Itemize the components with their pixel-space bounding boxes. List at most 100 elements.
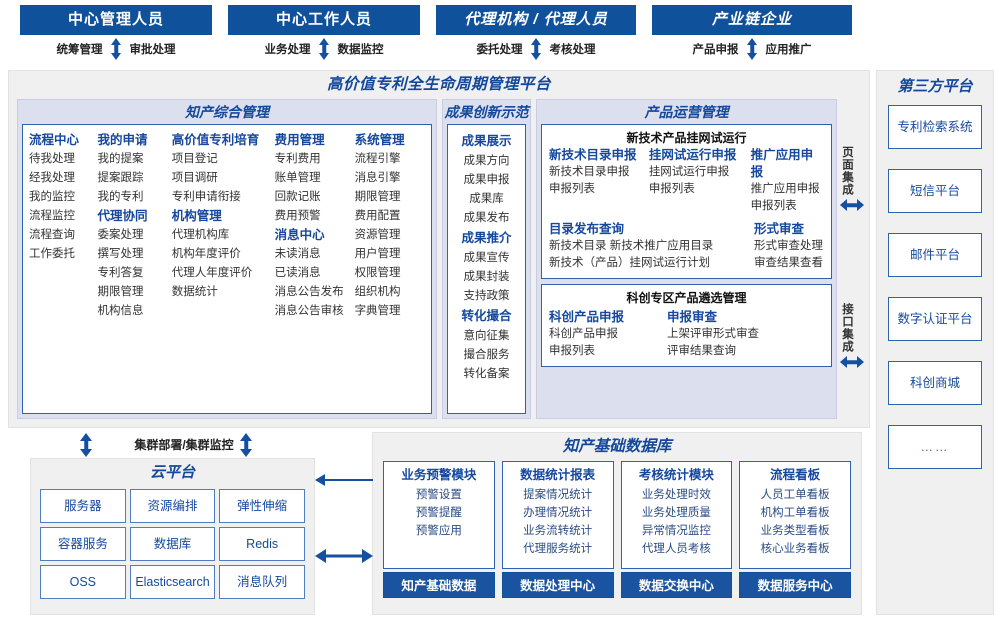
menu-item[interactable]: 专利申请衔接: [171, 191, 241, 203]
menu-item[interactable]: 我的监控: [29, 191, 75, 203]
kb-card-item[interactable]: 业务流转统计: [523, 525, 593, 537]
kb-card-item[interactable]: 提案情况统计: [523, 489, 593, 501]
kb-card-item[interactable]: 业务类型看板: [760, 525, 830, 537]
menu-item[interactable]: 资源管理: [354, 229, 401, 241]
kb-footer-label[interactable]: 数据处理中心: [501, 572, 614, 598]
menu-item[interactable]: 流程监控: [29, 210, 75, 222]
kb-footer-label[interactable]: 数据服务中心: [739, 572, 851, 598]
menu-item[interactable]: 委案处理: [97, 229, 144, 241]
third-party-item[interactable]: 短信平台: [888, 169, 982, 213]
kb-card-item[interactable]: 代理人员考核: [641, 543, 711, 555]
kb-card-item[interactable]: 异常情况监控: [641, 525, 711, 537]
menu-item[interactable]: 消息公告发布: [274, 286, 344, 298]
menu-item[interactable]: 申报列表: [549, 345, 595, 357]
kb-footer-label[interactable]: 数据交换中心: [620, 572, 733, 598]
role-title: 中心工作人员: [228, 5, 420, 35]
kb-card-item[interactable]: 预警设置: [415, 489, 462, 501]
cloud-service-item[interactable]: 数据库: [129, 527, 216, 561]
menu-item[interactable]: 用户管理: [354, 248, 401, 260]
cloud-service-item[interactable]: 弹性伸缩: [219, 489, 305, 523]
menu-item[interactable]: 流程查询: [29, 229, 75, 241]
menu-item[interactable]: 工作委托: [29, 248, 75, 260]
menu-item[interactable]: 消息引擎: [354, 172, 401, 184]
menu-item[interactable]: 代理人年度评价: [171, 267, 253, 279]
menu-item[interactable]: 评审结果查询: [667, 345, 736, 357]
third-party-item[interactable]: 专利检索系统: [888, 105, 982, 149]
menu-item[interactable]: 机构信息: [97, 305, 144, 317]
menu-item[interactable]: 新技术（产品）挂网试运行计划: [549, 257, 710, 269]
menu-item[interactable]: 专利费用: [274, 153, 321, 165]
menu-item[interactable]: 我的提案: [97, 153, 144, 165]
kb-card-item[interactable]: 业务处理时效: [641, 489, 711, 501]
menu-item[interactable]: 审查结果查看: [754, 257, 823, 269]
menu-item[interactable]: 申报列表: [549, 183, 595, 195]
menu-item[interactable]: 提案跟踪: [97, 172, 144, 184]
menu-item[interactable]: 推广应用申报: [750, 183, 820, 195]
menu-item[interactable]: 成果封装: [463, 271, 510, 283]
menu-item[interactable]: 我的专利: [97, 191, 144, 203]
menu-item[interactable]: 数据统计: [171, 286, 218, 298]
role-actions: 统筹管理审批处理: [20, 35, 212, 63]
kb-card-item[interactable]: 预警应用: [415, 525, 462, 537]
third-party-item[interactable]: 数字认证平台: [888, 297, 982, 341]
cloud-service-item[interactable]: OSS: [40, 565, 126, 599]
menu-item[interactable]: 回款记账: [274, 191, 321, 203]
menu-item[interactable]: 成果库: [469, 193, 504, 205]
menu-item[interactable]: 权限管理: [354, 267, 401, 279]
menu-item[interactable]: 待我处理: [29, 153, 75, 165]
menu-item[interactable]: 转化备案: [463, 368, 510, 380]
menu-item[interactable]: 新技术目录 新技术推广应用目录: [549, 240, 714, 252]
kb-card-item[interactable]: 核心业务看板: [760, 543, 830, 555]
box-sci-innovation-selection: 科创专区产品遴选管理 科创产品申报科创产品申报申报列表申报审查上架评审形式审查评…: [541, 284, 832, 367]
menu-item[interactable]: 撮合服务: [463, 349, 510, 361]
menu-item[interactable]: 期限管理: [354, 191, 401, 203]
menu-item[interactable]: 已读消息: [274, 267, 321, 279]
menu-item[interactable]: 申报列表: [648, 183, 695, 195]
menu-item[interactable]: 上架评审形式审查: [667, 328, 759, 340]
cloud-service-item[interactable]: 消息队列: [219, 565, 305, 599]
menu-item[interactable]: 账单管理: [274, 172, 321, 184]
kb-card-item[interactable]: 机构工单看板: [760, 507, 830, 519]
menu-item[interactable]: 经我处理: [29, 172, 75, 184]
menu-item[interactable]: 项目登记: [171, 153, 218, 165]
menu-item[interactable]: 消息公告审核: [274, 305, 344, 317]
kb-card-item[interactable]: 业务处理质量: [641, 507, 711, 519]
menu-item[interactable]: 新技术目录申报: [549, 166, 630, 178]
menu-item[interactable]: 期限管理: [97, 286, 144, 298]
menu-item[interactable]: 费用配置: [354, 210, 401, 222]
menu-item[interactable]: 字典管理: [354, 305, 401, 317]
third-party-item[interactable]: ……: [888, 425, 982, 469]
menu-item[interactable]: 组织机构: [354, 286, 401, 298]
menu-item[interactable]: 意向征集: [463, 330, 510, 342]
kb-footer-label[interactable]: 知产基础数据: [383, 572, 495, 598]
menu-item[interactable]: 成果宣传: [463, 252, 510, 264]
menu-item[interactable]: 申报列表: [750, 200, 797, 212]
third-party-item[interactable]: 邮件平台: [888, 233, 982, 277]
menu-item[interactable]: 挂网试运行申报: [648, 166, 730, 178]
menu-item[interactable]: 费用预警: [274, 210, 321, 222]
cloud-service-item[interactable]: 容器服务: [40, 527, 126, 561]
cloud-service-item[interactable]: 资源编排: [129, 489, 216, 523]
cloud-service-item[interactable]: 服务器: [40, 489, 126, 523]
menu-item[interactable]: 成果方向: [463, 155, 510, 167]
menu-item[interactable]: 专利答复: [97, 267, 144, 279]
cloud-service-item[interactable]: Elasticsearch: [129, 565, 216, 599]
menu-item[interactable]: 项目调研: [171, 172, 218, 184]
kb-card-item[interactable]: 代理服务统计: [523, 543, 593, 555]
menu-item[interactable]: 成果申报: [463, 174, 510, 186]
menu-item[interactable]: 未读消息: [274, 248, 321, 260]
third-party-item[interactable]: 科创商城: [888, 361, 982, 405]
menu-item[interactable]: 科创产品申报: [549, 328, 618, 340]
kb-card-item[interactable]: 预警提醒: [415, 507, 462, 519]
menu-item[interactable]: 支持政策: [463, 290, 510, 302]
cloud-service-item[interactable]: Redis: [219, 527, 305, 561]
menu-item[interactable]: 机构年度评价: [171, 248, 241, 260]
menu-item[interactable]: 形式审查处理: [754, 240, 823, 252]
menu-item[interactable]: 成果发布: [463, 212, 510, 224]
kb-card-item[interactable]: 人员工单看板: [760, 489, 830, 501]
kb-card-heading: 业务预警模块: [401, 468, 477, 482]
kb-card-item[interactable]: 办理情况统计: [523, 507, 593, 519]
menu-item[interactable]: 代理机构库: [171, 229, 230, 241]
menu-item[interactable]: 撰写处理: [97, 248, 144, 260]
menu-item[interactable]: 流程引擎: [354, 153, 401, 165]
